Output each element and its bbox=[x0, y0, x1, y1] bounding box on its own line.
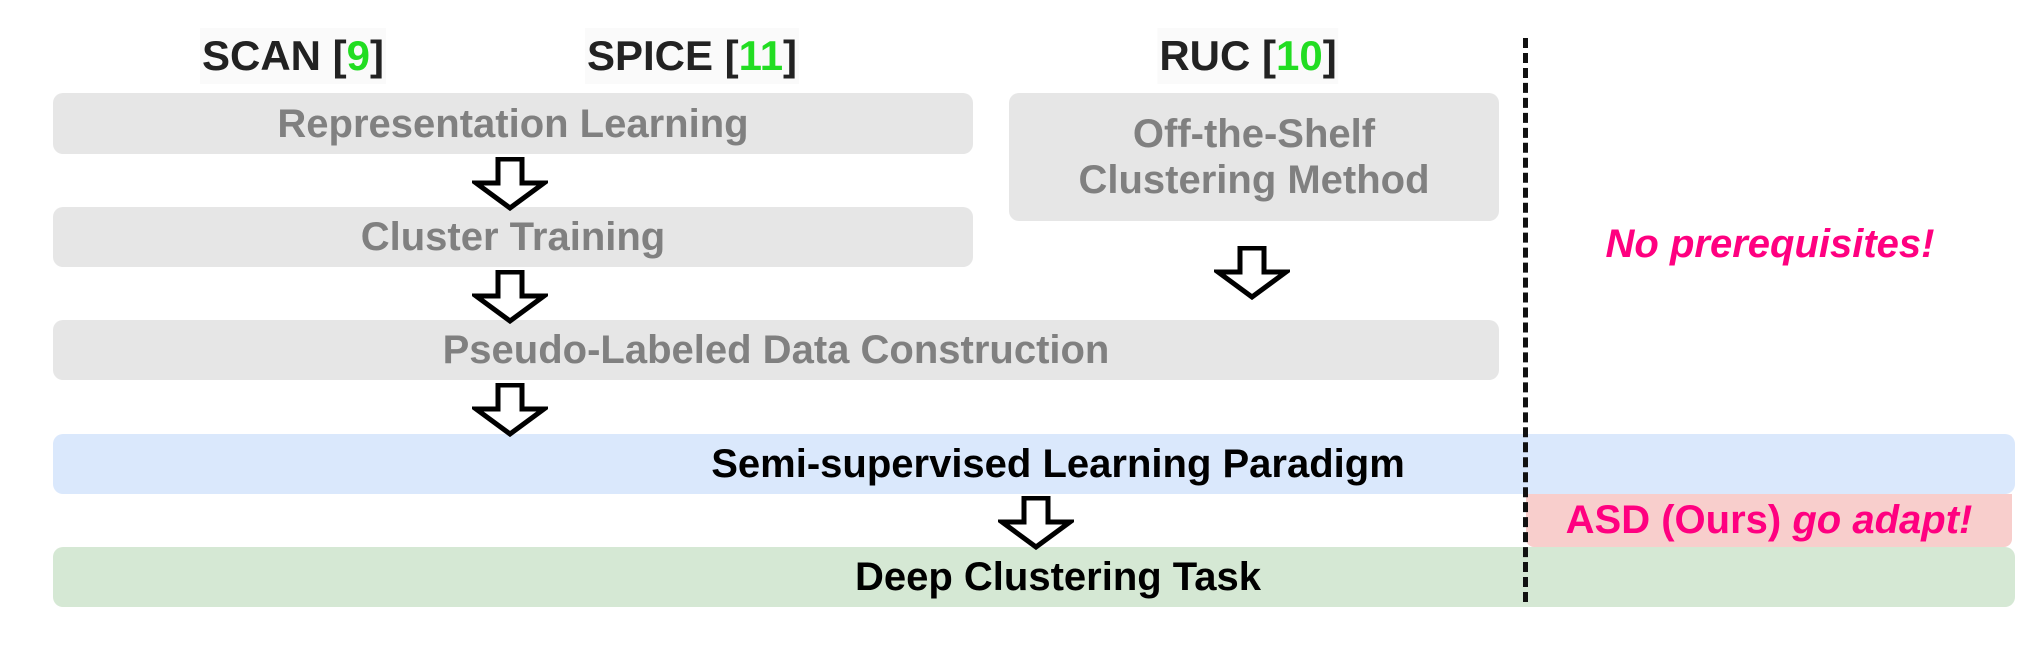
stage-representation-learning: Representation Learning bbox=[53, 93, 973, 154]
down-arrow-icon bbox=[998, 496, 1074, 550]
asd-label: ASD (Ours) bbox=[1565, 498, 1782, 542]
method-label-scan: SCAN [9] bbox=[199, 28, 387, 84]
method-name: RUC bbox=[1159, 32, 1251, 79]
stage-pseudo-labeled-data: Pseudo-Labeled Data Construction bbox=[53, 320, 1499, 380]
stage-label: Representation Learning bbox=[277, 101, 749, 146]
stage-label: Semi-supervised Learning Paradigm bbox=[711, 442, 1405, 486]
method-name: SPICE bbox=[586, 32, 713, 79]
stage-semi-supervised: Semi-supervised Learning Paradigm bbox=[53, 434, 2015, 494]
down-arrow-icon bbox=[1214, 246, 1290, 300]
stage-cluster-training: Cluster Training bbox=[53, 207, 973, 267]
down-arrow-icon bbox=[472, 157, 548, 211]
stage-label: Deep Clustering Task bbox=[854, 555, 1262, 599]
stage-label-line2: Clustering Method bbox=[1078, 158, 1430, 202]
method-label-spice: SPICE [11] bbox=[584, 28, 800, 84]
ours-asd-badge: ASD (Ours) go adapt! bbox=[1526, 494, 2012, 547]
citation-ref[interactable]: 9 bbox=[346, 32, 371, 79]
down-arrow-icon bbox=[472, 383, 548, 437]
down-arrow-icon bbox=[472, 270, 548, 324]
stage-label: Cluster Training bbox=[360, 215, 666, 259]
stage-deep-clustering: Deep Clustering Task bbox=[53, 547, 2015, 607]
citation-ref[interactable]: 11 bbox=[738, 32, 784, 79]
stage-off-the-shelf-clustering: Off-the-Shelf Clustering Method bbox=[1009, 93, 1499, 221]
method-label-ruc: RUC [10] bbox=[1157, 28, 1339, 84]
stage-label-line1: Off-the-Shelf bbox=[1132, 112, 1376, 156]
no-prerequisites-note: No prerequisites! bbox=[1605, 222, 1935, 266]
go-adapt-label: go adapt! bbox=[1792, 498, 1973, 542]
citation-ref[interactable]: 10 bbox=[1275, 32, 1323, 79]
method-name: SCAN bbox=[201, 32, 321, 79]
stage-label: Pseudo-Labeled Data Construction bbox=[442, 328, 1110, 372]
divider-dashed-line bbox=[1523, 38, 1528, 602]
